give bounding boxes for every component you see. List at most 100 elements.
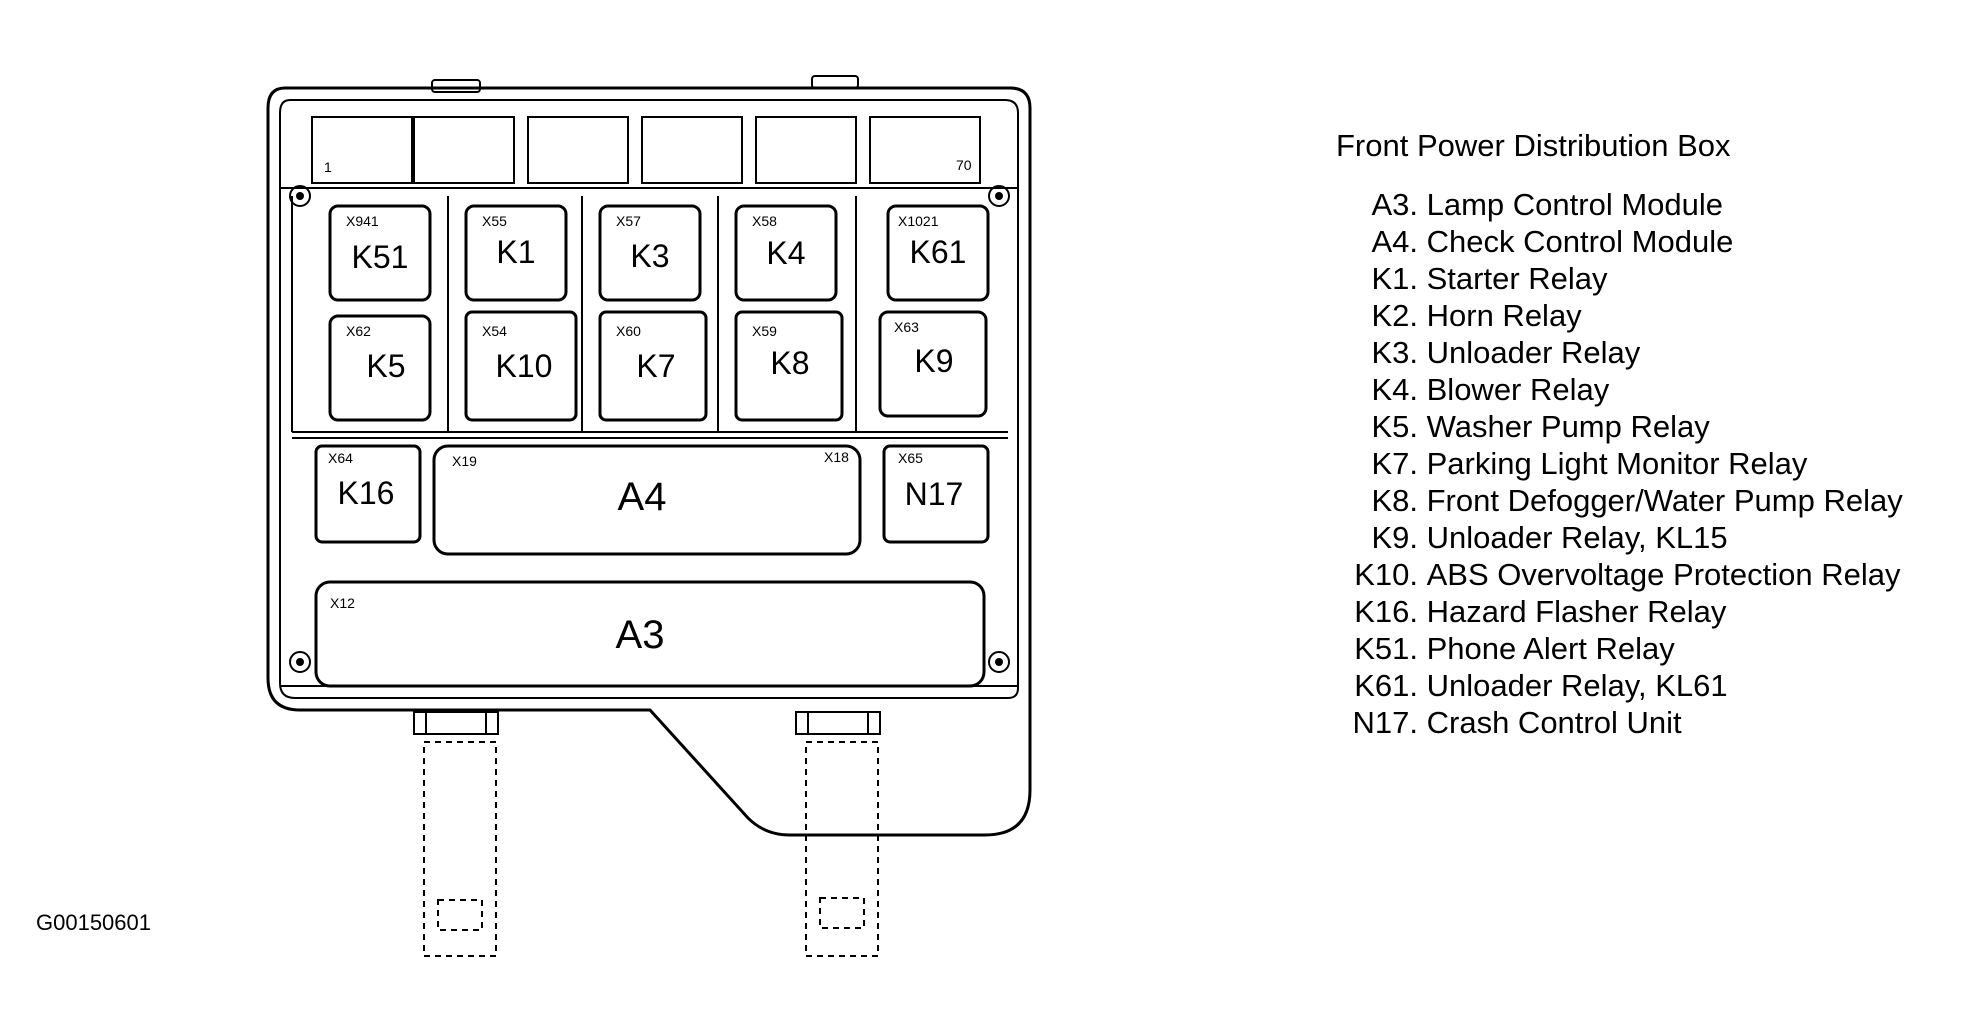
connector-label-left: X19 [452, 453, 477, 469]
legend-code: K16. [1354, 594, 1418, 629]
legend-description: Unloader Relay, KL15 [1426, 520, 1728, 555]
legend-description: Lamp Control Module [1426, 187, 1724, 222]
legend-description: Unloader Relay [1426, 335, 1641, 370]
legend-code: K5. [1371, 409, 1418, 444]
legend-description: Starter Relay [1426, 261, 1608, 296]
mounting-bracket-left [413, 711, 499, 957]
relay-k4: X58 K4 [734, 204, 838, 302]
fuse-strip: 1 70 [280, 116, 1018, 189]
legend-description: Blower Relay [1426, 372, 1610, 407]
relay-k10: X54 K10 [464, 310, 578, 422]
relay-n17: X65 N17 [882, 444, 990, 544]
relay-section-frame [291, 196, 1008, 439]
housing-outline [266, 86, 1032, 837]
relay-label: K1 [496, 234, 535, 270]
legend-description: Phone Alert Relay [1426, 631, 1675, 666]
legend-item: K4. Blower Relay [1336, 371, 1903, 408]
top-tab-left [431, 79, 481, 93]
legend-code: K1. [1371, 261, 1418, 296]
relay-label: K5 [366, 348, 405, 384]
legend-item: K10. ABS Overvoltage Protection Relay [1336, 556, 1903, 593]
legend-code: K3. [1371, 335, 1418, 370]
module-a4: X19 X18 A4 [432, 444, 862, 556]
legend-description: Crash Control Unit [1426, 705, 1682, 740]
legend-code: K4. [1371, 372, 1418, 407]
legend-description: Front Defogger/Water Pump Relay [1426, 483, 1903, 518]
connector-label: X63 [894, 319, 919, 335]
legend-code: K61. [1354, 668, 1418, 703]
connector-label: X64 [328, 450, 353, 466]
legend-item: K7. Parking Light Monitor Relay [1336, 445, 1903, 482]
connector-label: X62 [346, 323, 371, 339]
relay-label: K8 [770, 345, 809, 381]
legend-item: A3. Lamp Control Module [1336, 186, 1903, 223]
relay-label: K3 [630, 238, 669, 274]
mounting-screw-top-right [988, 185, 1010, 207]
relay-label: K10 [496, 348, 553, 384]
relay-label: K16 [338, 475, 395, 511]
connector-label: X60 [616, 323, 641, 339]
power-distribution-box-diagram: 1 70 X941 K51 X55 K1 X57 K3 X58 K4 X1021… [266, 75, 1032, 957]
legend-code: K51. [1354, 631, 1418, 666]
legend-code: K2. [1371, 298, 1418, 333]
legend-item: N17. Crash Control Unit [1336, 704, 1903, 741]
relay-k51: X941 K51 [328, 204, 432, 302]
relay-label: K4 [766, 235, 805, 271]
module-a3: X12 A3 [314, 580, 986, 688]
legend-item: K2. Horn Relay [1336, 297, 1903, 334]
relay-label: K7 [636, 348, 675, 384]
relay-k1: X55 K1 [464, 204, 568, 302]
fuse-mark-last: 70 [956, 157, 972, 173]
legend-item: K9. Unloader Relay, KL15 [1336, 519, 1903, 556]
module-label: A4 [618, 475, 667, 519]
connector-label: X55 [482, 213, 507, 229]
connector-label-left: X12 [330, 595, 355, 611]
connector-label: X1021 [898, 213, 939, 229]
relay-k7: X60 K7 [598, 310, 708, 422]
legend-item: K1. Starter Relay [1336, 260, 1903, 297]
legend-code: A3. [1371, 187, 1418, 222]
relay-k9: X63 K9 [878, 310, 988, 418]
legend-description: Unloader Relay, KL61 [1426, 668, 1728, 703]
connector-label: X59 [752, 323, 777, 339]
mounting-bracket-right [795, 711, 881, 957]
fuse-mark-first: 1 [324, 159, 332, 175]
legend-title: Front Power Distribution Box [1336, 128, 1731, 163]
legend-description: ABS Overvoltage Protection Relay [1426, 557, 1901, 592]
legend-description: Washer Pump Relay [1426, 409, 1710, 444]
legend-code: N17. [1352, 705, 1418, 740]
legend-item: K8. Front Defogger/Water Pump Relay [1336, 482, 1903, 519]
connector-label: X941 [346, 213, 379, 229]
figure-id: G00150601 [36, 910, 151, 935]
legend-code: K8. [1371, 483, 1418, 518]
legend-description: Hazard Flasher Relay [1426, 594, 1727, 629]
top-tab-right [811, 75, 859, 89]
legend-code: K7. [1371, 446, 1418, 481]
connector-label: X65 [898, 450, 923, 466]
module-label: A3 [616, 613, 665, 657]
mounting-screw-top-left [289, 185, 311, 207]
legend-item: K51. Phone Alert Relay [1336, 630, 1903, 667]
relay-label: K61 [910, 234, 967, 270]
connector-label-right: X18 [824, 449, 849, 465]
legend-item: K16. Hazard Flasher Relay [1336, 593, 1903, 630]
relay-label: K51 [352, 239, 409, 275]
relay-k16: X64 K16 [314, 444, 422, 544]
relay-label: K9 [914, 343, 953, 379]
relay-label: N17 [905, 476, 964, 512]
housing-inner-outline [279, 99, 1019, 699]
mounting-screw-bottom-right [988, 651, 1010, 673]
legend-item: A4. Check Control Module [1336, 223, 1903, 260]
mounting-screw-bottom-left [289, 651, 311, 673]
relay-k8: X59 K8 [734, 310, 844, 422]
connector-label: X57 [616, 213, 641, 229]
relay-k5: X62 K5 [328, 314, 432, 422]
legend-description: Parking Light Monitor Relay [1426, 446, 1808, 481]
legend-description: Check Control Module [1426, 224, 1734, 259]
legend-code: K9. [1371, 520, 1418, 555]
legend-description: Horn Relay [1426, 298, 1582, 333]
legend-item: K61. Unloader Relay, KL61 [1336, 667, 1903, 704]
relay-k3: X57 K3 [598, 204, 702, 302]
legend-code: K10. [1354, 557, 1418, 592]
